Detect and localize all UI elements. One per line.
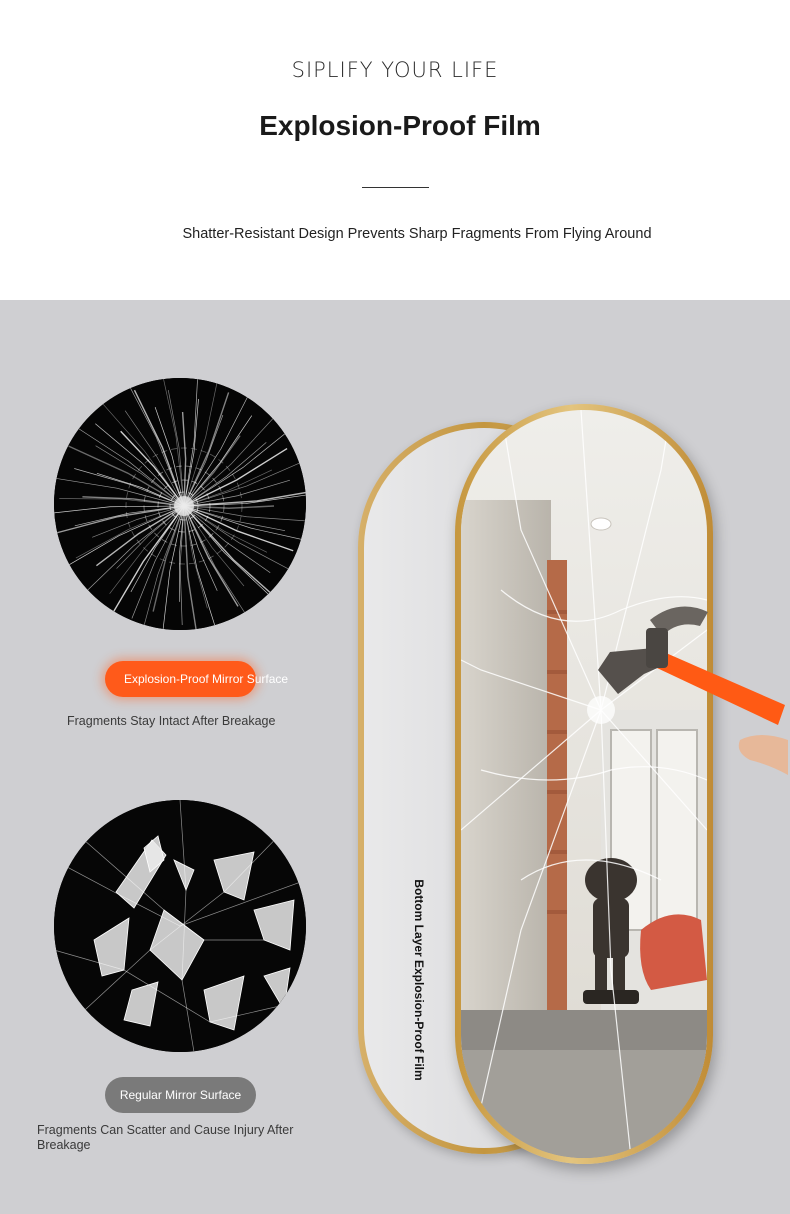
comparison-panel: Explosion-Proof Mirror Surface Fragments… [0, 300, 790, 1214]
regular-mirror-caption: Fragments Can Scatter and Cause Injury A… [37, 1123, 294, 1152]
header-section: SIPLIFY YOUR LIFE Explosion-Proof Film S… [0, 0, 790, 300]
section-subtitle: Shatter-Resistant Design Prevents Sharp … [182, 226, 652, 242]
explosion-proof-caption: Fragments Stay Intact After Breakage [67, 714, 276, 728]
film-layer-label: Bottom Layer Explosion-Proof Film [412, 879, 426, 1081]
hammer-icon [590, 590, 790, 780]
regular-mirror-badge: Regular Mirror Surface [105, 1077, 256, 1113]
shattered-glass-image [54, 800, 306, 1052]
explosion-proof-badge: Explosion-Proof Mirror Surface [105, 661, 288, 697]
title-divider [362, 187, 429, 188]
cracked-glass-image [54, 378, 306, 630]
front-mirror [455, 404, 713, 1164]
section-title: Explosion-Proof Film [259, 110, 541, 141]
mirror-reflection [461, 410, 707, 1158]
section-kicker: SIPLIFY YOUR LIFE [291, 58, 499, 82]
